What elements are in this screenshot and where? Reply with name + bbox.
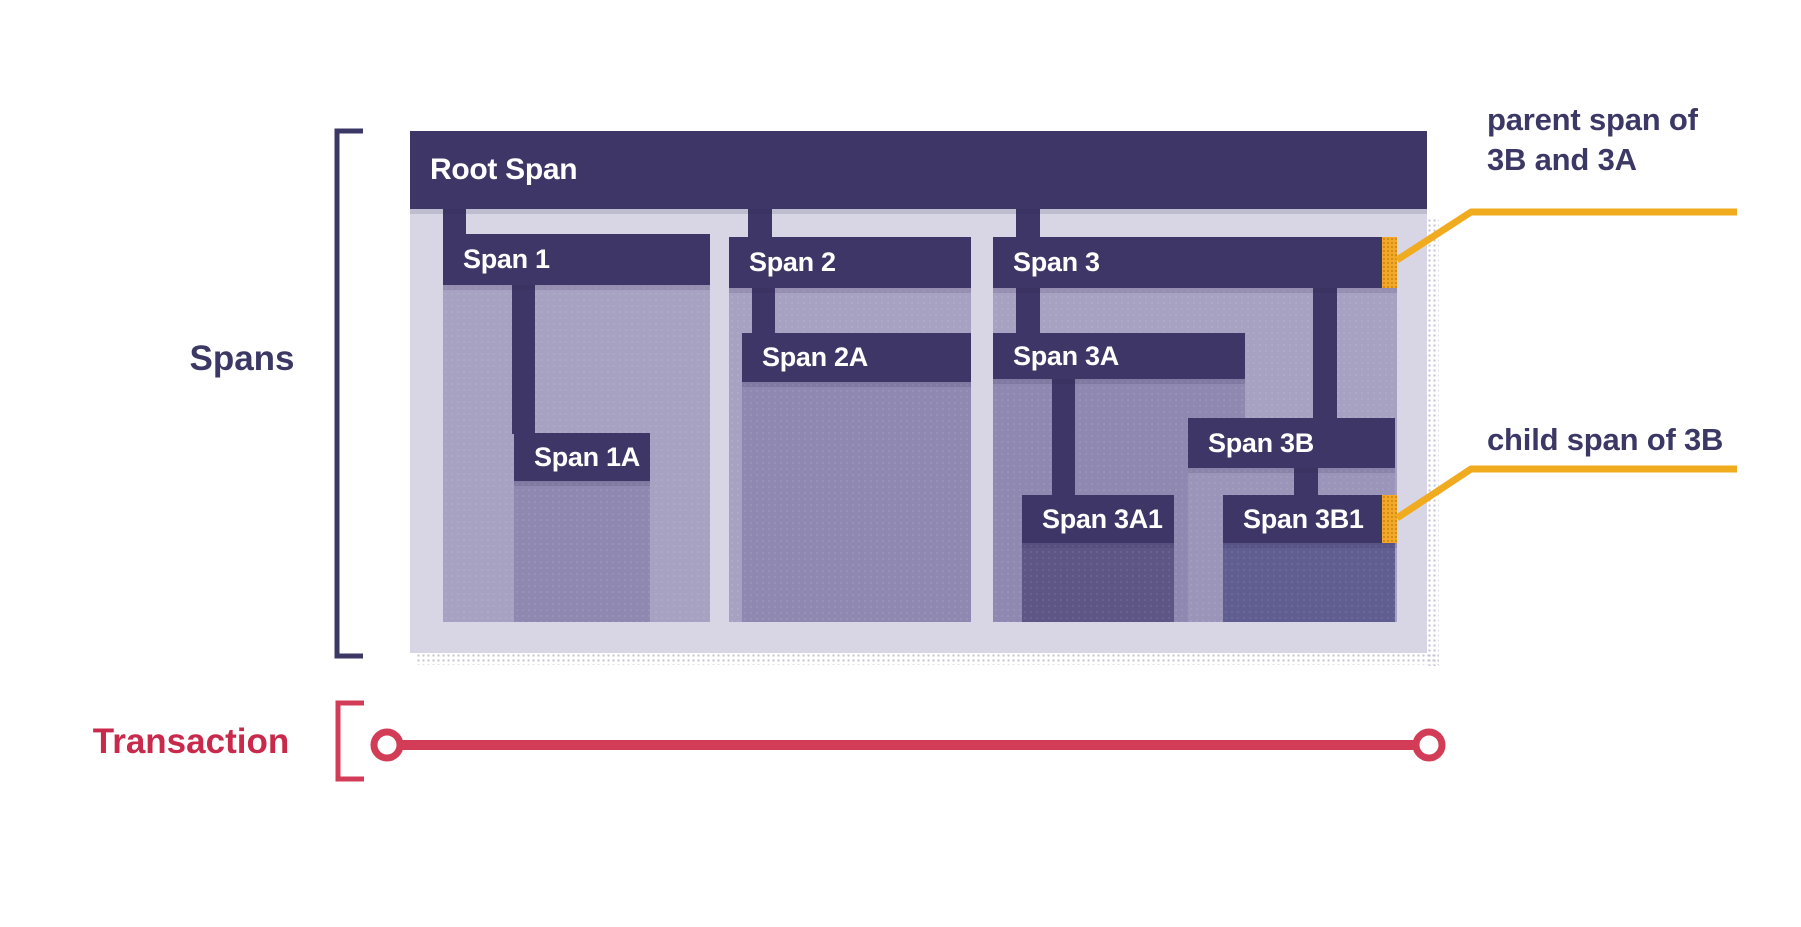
connector-span1-to-span1a — [512, 285, 535, 434]
span3a1-bar: Span 3A1 — [1022, 495, 1174, 543]
connector-span3-to-span3b — [1313, 288, 1337, 419]
timeline-start-circle — [370, 728, 404, 762]
span3a-label: Span 3A — [1013, 340, 1119, 371]
span3-bar: Span 3 — [993, 237, 1397, 288]
connector-root-to-span1 — [443, 209, 466, 235]
root-span-bar: Root Span — [410, 131, 1427, 209]
span2a-label: Span 2A — [762, 342, 868, 372]
spans-bracket — [334, 128, 363, 659]
parent-span-annotation: parent span of 3B and 3A — [1487, 100, 1698, 180]
span2-bar: Span 2 — [729, 237, 971, 288]
connector-span3-to-span3a — [1016, 288, 1040, 334]
parent-annotation-line2: 3B and 3A — [1487, 142, 1637, 177]
connector-root-to-span3 — [1016, 209, 1040, 238]
span3a1-label: Span 3A1 — [1042, 503, 1163, 534]
spans-side-label: Spans — [189, 339, 295, 378]
container-shadow-bottom — [416, 653, 1439, 665]
span3b-bar: Span 3B — [1188, 418, 1395, 468]
root-span-label: Root Span — [430, 153, 578, 186]
span1a-body — [514, 481, 650, 622]
span3b1-body — [1223, 543, 1395, 622]
connector-span2-to-span2a — [752, 288, 775, 334]
parent-annotation-callout-line — [1395, 208, 1737, 263]
span1-label: Span 1 — [463, 244, 550, 274]
child-annotation-callout-line — [1395, 465, 1737, 521]
span3b-label: Span 3B — [1208, 427, 1314, 458]
child-span-annotation: child span of 3B — [1487, 420, 1723, 460]
span3-highlight-marker — [1382, 237, 1397, 288]
transaction-bracket — [335, 700, 364, 782]
timeline-end-circle — [1412, 728, 1446, 762]
child-annotation-line1: child span of 3B — [1487, 422, 1724, 457]
span2a-bar: Span 2A — [742, 333, 971, 382]
span2-label: Span 2 — [749, 247, 836, 277]
span3-label: Span 3 — [1013, 247, 1100, 277]
transaction-side-label: Transaction — [92, 722, 290, 761]
connector-span3a-to-span3a1 — [1052, 379, 1075, 496]
container-shadow-right — [1427, 218, 1439, 666]
span3b1-label: Span 3B1 — [1243, 503, 1364, 534]
span1a-label: Span 1A — [534, 441, 640, 472]
span3b1-bar: Span 3B1 — [1223, 495, 1397, 543]
span1-bar: Span 1 — [443, 234, 710, 285]
span3a-bar: Span 3A — [993, 333, 1245, 379]
parent-annotation-line1: parent span of — [1487, 102, 1698, 137]
connector-span3b-to-span3b1 — [1294, 468, 1318, 496]
span3b1-highlight-marker — [1382, 495, 1397, 543]
span2a-body — [742, 382, 971, 622]
connector-root-to-span2 — [748, 209, 772, 238]
span1a-bar: Span 1A — [514, 433, 650, 481]
span3a1-body — [1022, 543, 1174, 622]
